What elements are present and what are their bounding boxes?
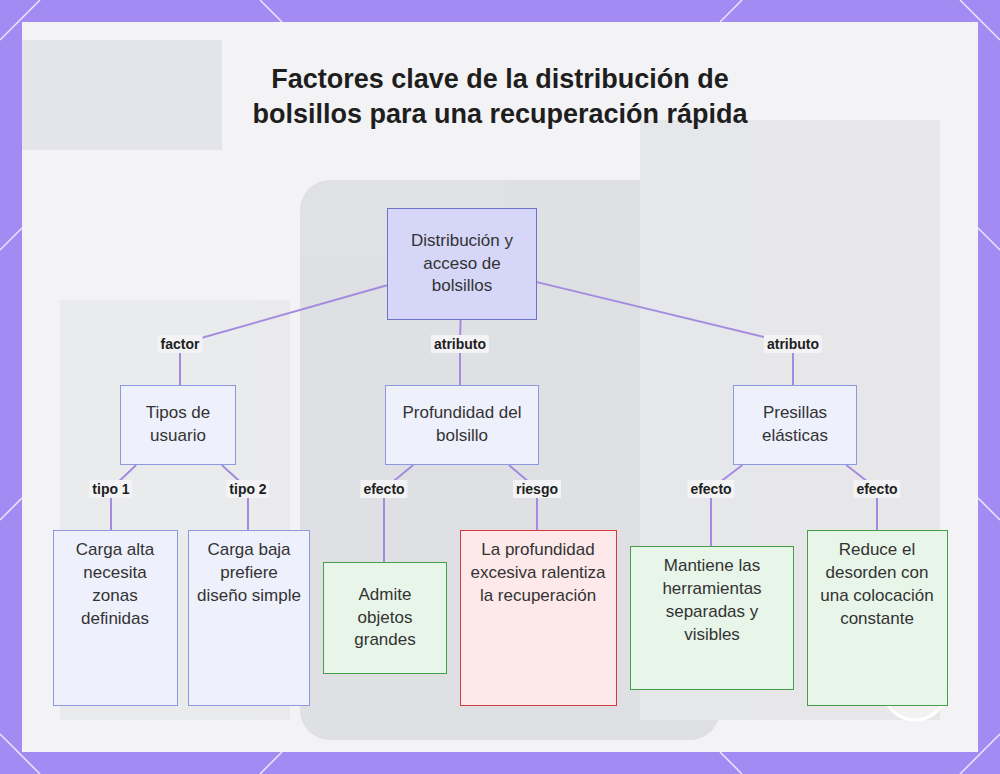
connector-line xyxy=(180,285,387,385)
node-text: Carga baja prefiere diseño simple xyxy=(197,539,301,608)
connector-line xyxy=(711,465,743,546)
node-text: La profundidad excesiva ralentiza la rec… xyxy=(469,539,608,608)
panel xyxy=(22,22,978,752)
concept-box: Carga alta necesita zonas definidas xyxy=(53,530,178,706)
node-text: Presillas elásticas xyxy=(742,402,848,448)
node-text: Admite objetos grandes xyxy=(332,584,438,653)
edge-label: atributo xyxy=(431,335,489,353)
edge-label: efecto xyxy=(687,480,734,498)
edge-label: riesgo xyxy=(513,480,561,498)
concept-box: La profundidad excesiva ralentiza la rec… xyxy=(460,530,617,706)
edge-label: factor xyxy=(158,335,203,353)
concept-box: Distribución y acceso de bolsillos xyxy=(387,208,537,320)
connector-line xyxy=(537,282,793,385)
faded-backdrop xyxy=(22,40,940,740)
node-text: Carga alta necesita zonas definidas xyxy=(62,539,169,631)
node-text: Profundidad del bolsillo xyxy=(394,402,530,448)
node-text: Reduce el desorden con una colocación co… xyxy=(816,539,939,631)
concept-box: Reduce el desorden con una colocación co… xyxy=(807,530,948,706)
edge-label: efecto xyxy=(853,480,900,498)
node-text: Tipos de usuario xyxy=(129,402,227,448)
concept-box: Admite objetos grandes xyxy=(323,562,447,674)
edge-label: tipo 1 xyxy=(89,480,132,498)
node-text: Distribución y acceso de bolsillos xyxy=(396,230,528,299)
edge-label: tipo 2 xyxy=(226,480,269,498)
edge-label: efecto xyxy=(360,480,407,498)
concept-box: Presillas elásticas xyxy=(733,385,857,465)
concept-box: Carga baja prefiere diseño simple xyxy=(188,530,310,706)
node-text: Mantiene las herramientas separadas y vi… xyxy=(639,555,785,647)
edge-label: atributo xyxy=(764,335,822,353)
concept-box: Profundidad del bolsillo xyxy=(385,385,539,465)
concept-box: Mantiene las herramientas separadas y vi… xyxy=(630,546,794,690)
diagram-title: Factores clave de la distribución de bol… xyxy=(220,62,780,132)
concept-box: Tipos de usuario xyxy=(120,385,236,465)
